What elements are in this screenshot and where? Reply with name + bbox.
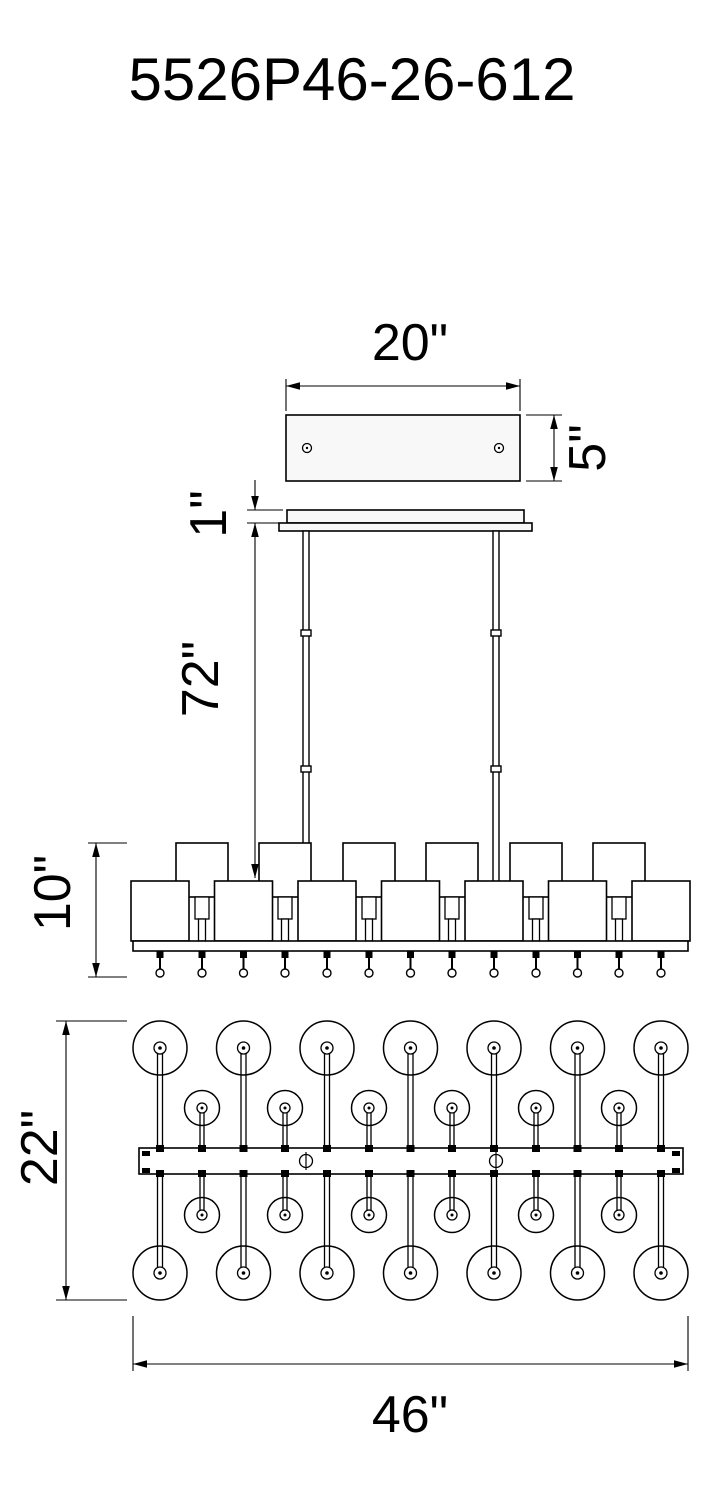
light-outer <box>549 1173 606 1301</box>
finial <box>238 950 249 978</box>
arm-mount <box>532 1145 540 1152</box>
light-inner <box>183 1173 221 1234</box>
canopy-screw-right <box>493 442 505 454</box>
rod-mount-right <box>488 1152 504 1170</box>
arm-mount <box>365 1145 373 1152</box>
finial <box>489 950 499 978</box>
light-outer <box>633 1173 689 1301</box>
arm-mount <box>448 1145 456 1152</box>
dim-label-plate-thickness: 1" <box>180 490 238 537</box>
rod-coupler <box>490 765 502 773</box>
dim-label-canopy-width: 20" <box>372 314 448 372</box>
canopy-top-view <box>285 414 521 482</box>
dim-label-fixture-depth: 22" <box>11 1110 69 1186</box>
finial <box>531 950 541 978</box>
light-inner <box>183 1089 221 1149</box>
light-inner <box>517 1089 555 1149</box>
downrod-left <box>302 530 310 884</box>
light-inner <box>600 1173 638 1234</box>
dim-label-fixture-length: 46" <box>372 1386 448 1444</box>
finial <box>197 950 207 978</box>
front-shade <box>297 880 357 942</box>
finial <box>572 950 583 978</box>
mounting-plate-side-view <box>278 509 533 532</box>
front-shade <box>213 880 274 942</box>
arm-mount <box>198 1145 206 1152</box>
dim-label-canopy-height: 5" <box>559 424 617 471</box>
finial <box>364 950 374 978</box>
dim-label-rod-drop: 72" <box>172 641 230 717</box>
dim-rod-drop: 72" <box>172 523 259 878</box>
light-inner <box>433 1089 471 1149</box>
dim-fixture-length: 46" <box>132 1316 689 1444</box>
rod-coupler <box>300 629 312 637</box>
frame-bar-side <box>132 940 689 952</box>
light-outer <box>466 1173 522 1301</box>
light-outer <box>299 1173 355 1301</box>
light-outer <box>132 1020 188 1149</box>
dim-canopy-width: 20" <box>285 314 521 411</box>
light-outer <box>215 1020 272 1149</box>
light-outer <box>466 1020 522 1149</box>
light-inner <box>350 1173 388 1234</box>
canopy-screw-left <box>301 442 313 454</box>
light-outer <box>215 1173 272 1301</box>
fixture-side-view <box>130 842 691 978</box>
front-shade <box>631 880 691 942</box>
finial <box>322 950 332 978</box>
light-outer <box>382 1173 439 1301</box>
finial <box>656 950 666 978</box>
arm-mount <box>365 1170 373 1177</box>
light-outer <box>549 1020 606 1149</box>
dim-label-fixture-height: 10" <box>24 855 82 931</box>
model-number: 5526P46-26-612 <box>128 46 575 113</box>
arm-mount <box>281 1170 289 1177</box>
arm-mount <box>198 1170 206 1177</box>
light-outer <box>132 1173 188 1301</box>
dim-fixture-depth: 22" <box>11 1020 127 1301</box>
dim-plate-thickness: 1" <box>180 480 283 538</box>
front-shade <box>130 880 190 942</box>
front-shade <box>380 880 441 942</box>
dim-canopy-height: 5" <box>526 414 617 482</box>
light-inner <box>350 1089 388 1149</box>
rod-mount-left <box>298 1152 314 1170</box>
downrod-right <box>492 530 500 884</box>
front-shade <box>547 880 608 942</box>
light-outer <box>633 1020 689 1149</box>
finial <box>405 950 416 978</box>
finial <box>155 950 165 978</box>
bar-end-cap <box>142 1168 150 1173</box>
bar-end-cap <box>672 1151 680 1156</box>
downrods <box>300 530 502 884</box>
light-inner <box>600 1089 638 1149</box>
light-outer <box>299 1020 355 1149</box>
dim-fixture-height: 10" <box>24 842 127 978</box>
light-inner <box>433 1173 471 1234</box>
light-inner <box>266 1089 304 1149</box>
light-outer <box>382 1020 439 1149</box>
finial <box>447 950 457 978</box>
finial <box>280 950 290 978</box>
front-shade <box>464 880 524 942</box>
rod-coupler <box>490 629 502 637</box>
bar-end-cap <box>142 1151 150 1156</box>
rod-coupler <box>300 765 312 773</box>
light-inner <box>266 1173 304 1234</box>
arm-mount <box>615 1170 623 1177</box>
arm-mount <box>448 1170 456 1177</box>
arm-mount <box>615 1145 623 1152</box>
finial <box>614 950 624 978</box>
light-inner <box>517 1173 555 1234</box>
bar-end-cap <box>672 1168 680 1173</box>
fixture-top-view <box>132 1020 689 1301</box>
arm-mount <box>532 1170 540 1177</box>
arm-mount <box>281 1145 289 1152</box>
